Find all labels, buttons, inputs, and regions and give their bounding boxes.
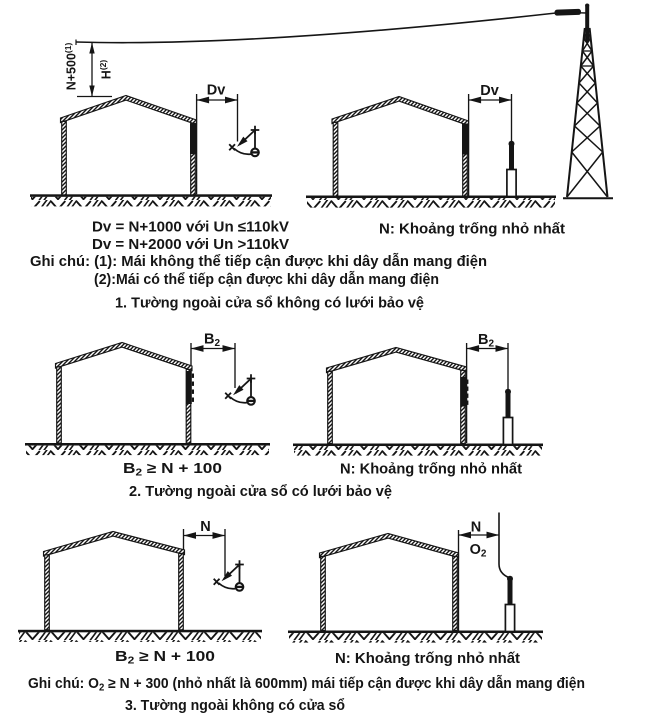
svg-text:(2):Mái có thể tiếp cận được k: (2):Mái có thể tiếp cận được khi dây dẫn… <box>94 271 439 288</box>
svg-text:N+500(1): N+500(1) <box>63 43 79 91</box>
svg-text:Dv = N+2000 với Un >110kV: Dv = N+2000 với Un >110kV <box>92 237 289 253</box>
svg-text:N: Khoảng trống nhỏ nhất: N: Khoảng trống nhỏ nhất <box>335 651 520 667</box>
svg-text:N: Khoảng trống nhỏ nhất: N: Khoảng trống nhỏ nhất <box>340 462 522 478</box>
svg-text:1. Tường ngoài cửa sổ không có: 1. Tường ngoài cửa sổ không có lưới bảo … <box>115 296 424 312</box>
svg-text:2. Tường ngoài cửa sổ có lưới: 2. Tường ngoài cửa sổ có lưới bảo vệ <box>129 484 392 500</box>
svg-text:Dv: Dv <box>207 83 226 99</box>
svg-text:B2 ≥ N + 100: B2 ≥ N + 100 <box>115 649 215 667</box>
svg-text:N: Khoảng trống nhỏ nhất: N: Khoảng trống nhỏ nhất <box>379 222 565 238</box>
svg-text:Ghi chú: (1): Mái không thể ti: Ghi chú: (1): Mái không thể tiếp cận đượ… <box>30 253 487 270</box>
svg-text:N: N <box>471 520 481 536</box>
svg-text:3. Tường ngoài không có cửa sổ: 3. Tường ngoài không có cửa sổ <box>125 698 345 714</box>
svg-text:N: N <box>200 519 210 535</box>
svg-text:Dv: Dv <box>480 83 499 99</box>
svg-text:Dv = N+1000 với Un ≤110kV: Dv = N+1000 với Un ≤110kV <box>92 220 289 236</box>
svg-text:B2 ≥ N + 100: B2 ≥ N + 100 <box>123 461 222 479</box>
svg-text:Ghi chú: O2 ≥ N + 300 (nhỏ nhấ: Ghi chú: O2 ≥ N + 300 (nhỏ nhất là 600mm… <box>28 675 585 694</box>
